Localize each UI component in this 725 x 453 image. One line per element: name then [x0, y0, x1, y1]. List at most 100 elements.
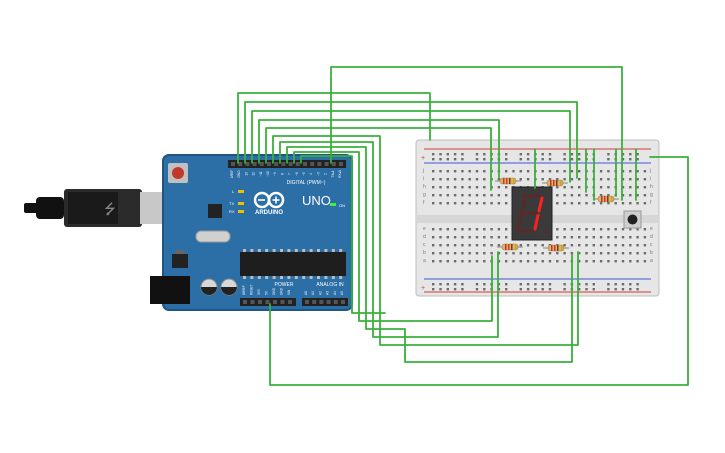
breadboard-hole[interactable] — [636, 178, 639, 181]
breadboard-hole[interactable] — [526, 153, 530, 156]
breadboard-hole[interactable] — [629, 186, 632, 189]
breadboard-hole[interactable] — [548, 252, 552, 255]
breadboard-hole[interactable] — [592, 244, 595, 247]
digital-pin-hole[interactable] — [331, 162, 336, 166]
breadboard-hole[interactable] — [439, 244, 442, 247]
breadboard-hole[interactable] — [432, 178, 435, 181]
breadboard-hole[interactable] — [578, 158, 581, 161]
analog-pin-hole[interactable] — [326, 300, 331, 304]
breadboard-hole[interactable] — [468, 228, 471, 231]
breadboard-hole[interactable] — [432, 252, 435, 255]
resistor-4[interactable] — [497, 243, 523, 251]
power-pin-hole[interactable] — [250, 300, 255, 304]
breadboard-hole[interactable] — [636, 236, 639, 239]
breadboard-hole[interactable] — [461, 288, 464, 291]
breadboard-hole[interactable] — [468, 178, 471, 181]
breadboard-hole[interactable] — [475, 170, 479, 173]
breadboard-hole[interactable] — [534, 260, 537, 263]
breadboard-hole[interactable] — [505, 170, 508, 173]
breadboard-hole[interactable] — [585, 288, 588, 291]
breadboard-hole[interactable] — [629, 283, 632, 286]
breadboard-hole[interactable] — [563, 260, 566, 263]
analog-pin-hole[interactable] — [319, 300, 324, 304]
breadboard-hole[interactable] — [607, 178, 610, 181]
breadboard-hole[interactable] — [505, 283, 508, 286]
breadboard-hole[interactable] — [621, 260, 625, 263]
breadboard-hole[interactable] — [446, 202, 449, 205]
breadboard-hole[interactable] — [599, 244, 603, 247]
breadboard-hole[interactable] — [541, 283, 544, 286]
breadboard-hole[interactable] — [475, 260, 479, 263]
breadboard-hole[interactable] — [592, 288, 595, 291]
breadboard-hole[interactable] — [585, 260, 588, 263]
wire[interactable] — [265, 127, 492, 191]
breadboard-hole[interactable] — [607, 228, 610, 231]
breadboard-hole[interactable] — [483, 288, 486, 291]
breadboard-hole[interactable] — [505, 228, 508, 231]
breadboard-hole[interactable] — [629, 228, 632, 231]
breadboard-hole[interactable] — [636, 186, 639, 189]
breadboard-hole[interactable] — [475, 194, 479, 197]
breadboard-hole[interactable] — [432, 186, 435, 189]
breadboard-hole[interactable] — [468, 170, 471, 173]
breadboard-hole[interactable] — [629, 158, 632, 161]
breadboard-hole[interactable] — [432, 170, 435, 173]
breadboard-hole[interactable] — [556, 202, 559, 205]
breadboard-hole[interactable] — [607, 158, 610, 161]
breadboard-hole[interactable] — [556, 170, 559, 173]
breadboard-hole[interactable] — [563, 252, 566, 255]
breadboard-hole[interactable] — [453, 252, 457, 255]
digital-pin-hole[interactable] — [339, 162, 343, 166]
breadboard-hole[interactable] — [607, 170, 610, 173]
breadboard-hole[interactable] — [519, 153, 522, 156]
breadboard-hole[interactable] — [541, 178, 544, 181]
breadboard-hole[interactable] — [563, 236, 566, 239]
breadboard-hole[interactable] — [621, 283, 625, 286]
breadboard-hole[interactable] — [563, 244, 566, 247]
breadboard-hole[interactable] — [548, 153, 552, 156]
breadboard-hole[interactable] — [643, 260, 647, 263]
wire[interactable] — [293, 151, 493, 322]
breadboard-hole[interactable] — [585, 283, 588, 286]
breadboard-hole[interactable] — [607, 244, 610, 247]
breadboard-hole[interactable] — [446, 252, 449, 255]
breadboard-hole[interactable] — [483, 252, 486, 255]
digital-pin-hole[interactable] — [310, 162, 315, 166]
breadboard-hole[interactable] — [453, 244, 457, 247]
breadboard-hole[interactable] — [475, 236, 479, 239]
usb-cable[interactable]: ⭍ — [24, 189, 166, 227]
breadboard-hole[interactable] — [490, 252, 493, 255]
breadboard-hole[interactable] — [621, 252, 625, 255]
breadboard-hole[interactable] — [453, 153, 457, 156]
breadboard-hole[interactable] — [432, 194, 435, 197]
breadboard-hole[interactable] — [519, 252, 522, 255]
breadboard-hole[interactable] — [505, 194, 508, 197]
breadboard-hole[interactable] — [483, 202, 486, 205]
breadboard-hole[interactable] — [607, 186, 610, 189]
breadboard-hole[interactable] — [475, 228, 479, 231]
breadboard-hole[interactable] — [599, 228, 603, 231]
breadboard-hole[interactable] — [483, 153, 486, 156]
breadboard-hole[interactable] — [439, 170, 442, 173]
digital-pin-hole[interactable] — [281, 162, 286, 166]
breadboard-hole[interactable] — [636, 194, 639, 197]
breadboard-hole[interactable] — [599, 170, 603, 173]
digital-pin-hole[interactable] — [259, 162, 264, 166]
breadboard-hole[interactable] — [497, 283, 501, 286]
breadboard-hole[interactable] — [505, 288, 508, 291]
analog-pin-hole[interactable] — [305, 300, 309, 304]
breadboard-hole[interactable] — [541, 260, 544, 263]
breadboard-hole[interactable] — [578, 236, 581, 239]
breadboard-hole[interactable] — [519, 244, 522, 247]
wire[interactable] — [258, 119, 500, 179]
resistor-3[interactable] — [593, 195, 619, 203]
breadboard-hole[interactable] — [461, 153, 464, 156]
breadboard-hole[interactable] — [432, 158, 435, 161]
breadboard-hole[interactable] — [578, 186, 581, 189]
breadboard-hole[interactable] — [461, 158, 464, 161]
breadboard-hole[interactable] — [453, 158, 457, 161]
breadboard-hole[interactable] — [599, 236, 603, 239]
breadboard-hole[interactable] — [483, 178, 486, 181]
breadboard-hole[interactable] — [556, 228, 559, 231]
breadboard-hole[interactable] — [643, 194, 647, 197]
